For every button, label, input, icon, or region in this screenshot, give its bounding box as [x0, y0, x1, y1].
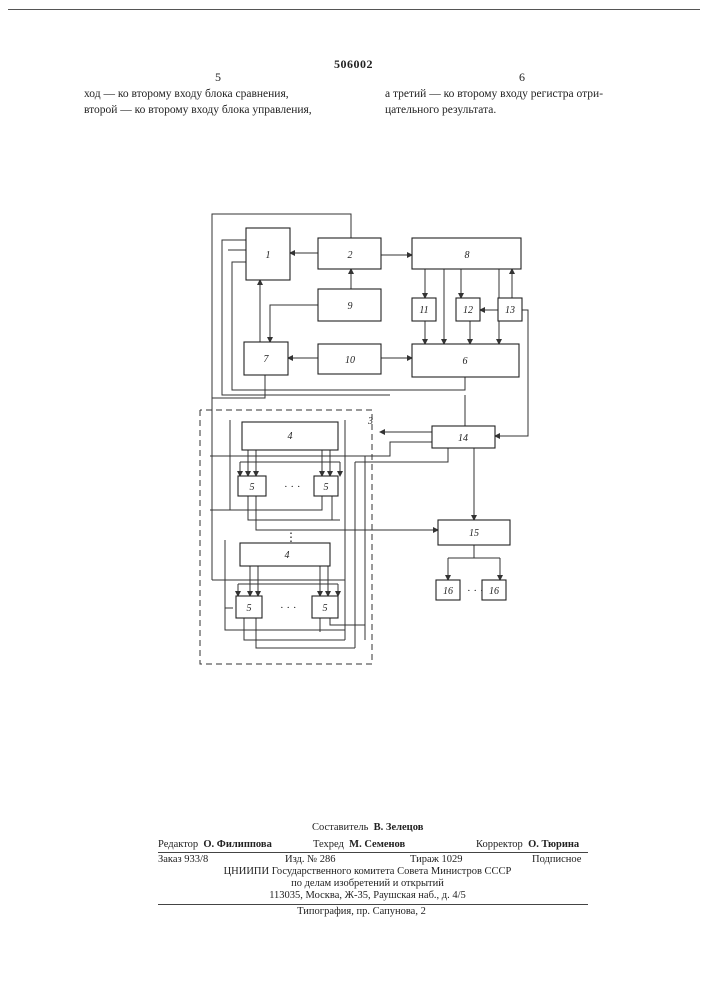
- corrector: Корректор О. Тюрина: [476, 839, 579, 850]
- block-label: 9: [348, 301, 353, 312]
- block-label: 5: [247, 603, 252, 614]
- org-line-1: ЦНИИПИ Государственного комитета Совета …: [14, 866, 707, 877]
- block-label: 14: [458, 433, 468, 444]
- credits-rule: [158, 852, 588, 853]
- block-label: 16: [489, 586, 499, 597]
- order-number: Заказ 933/8: [158, 854, 208, 865]
- group-label: 3: [367, 416, 373, 427]
- block-label: 4: [285, 550, 290, 561]
- block-label: 15: [469, 528, 479, 539]
- publication-number: Изд. № 286: [285, 854, 336, 865]
- block-label: 4: [288, 431, 293, 442]
- editor: Редактор О. Филиппова: [158, 839, 272, 850]
- block-label: 13: [505, 305, 515, 316]
- block-label: 5: [323, 603, 328, 614]
- block-label: 16: [443, 586, 453, 597]
- block-label: 10: [345, 355, 355, 366]
- ellipsis: · · ·: [284, 481, 301, 493]
- compiler-line: Составитель В. Зелецов: [312, 822, 423, 833]
- block-label: 8: [465, 250, 470, 261]
- org-line-2: по делам изобретений и открытий: [14, 878, 707, 889]
- credits-rule-bottom: [158, 904, 588, 905]
- blocks: [236, 228, 522, 618]
- block-label: 5: [250, 482, 255, 493]
- block-label: 2: [348, 250, 353, 261]
- techred: Техред М. Семенов: [313, 839, 405, 850]
- block-label: 6: [463, 356, 468, 367]
- printer-line: Типография, пр. Сапунова, 2: [8, 906, 707, 917]
- block-label: 12: [463, 305, 473, 316]
- ellipsis: · · ·: [280, 602, 297, 614]
- subscription: Подписное: [532, 854, 581, 865]
- block-label: 1: [266, 250, 271, 261]
- block-label: 11: [419, 305, 428, 316]
- print-run: Тираж 1029: [410, 854, 463, 865]
- ellipsis: · · ·: [467, 585, 484, 597]
- vertical-ellipsis: ⋮: [285, 530, 297, 544]
- org-line-3: 113035, Москва, Ж-35, Раушская наб., д. …: [14, 890, 707, 901]
- block-label: 5: [324, 482, 329, 493]
